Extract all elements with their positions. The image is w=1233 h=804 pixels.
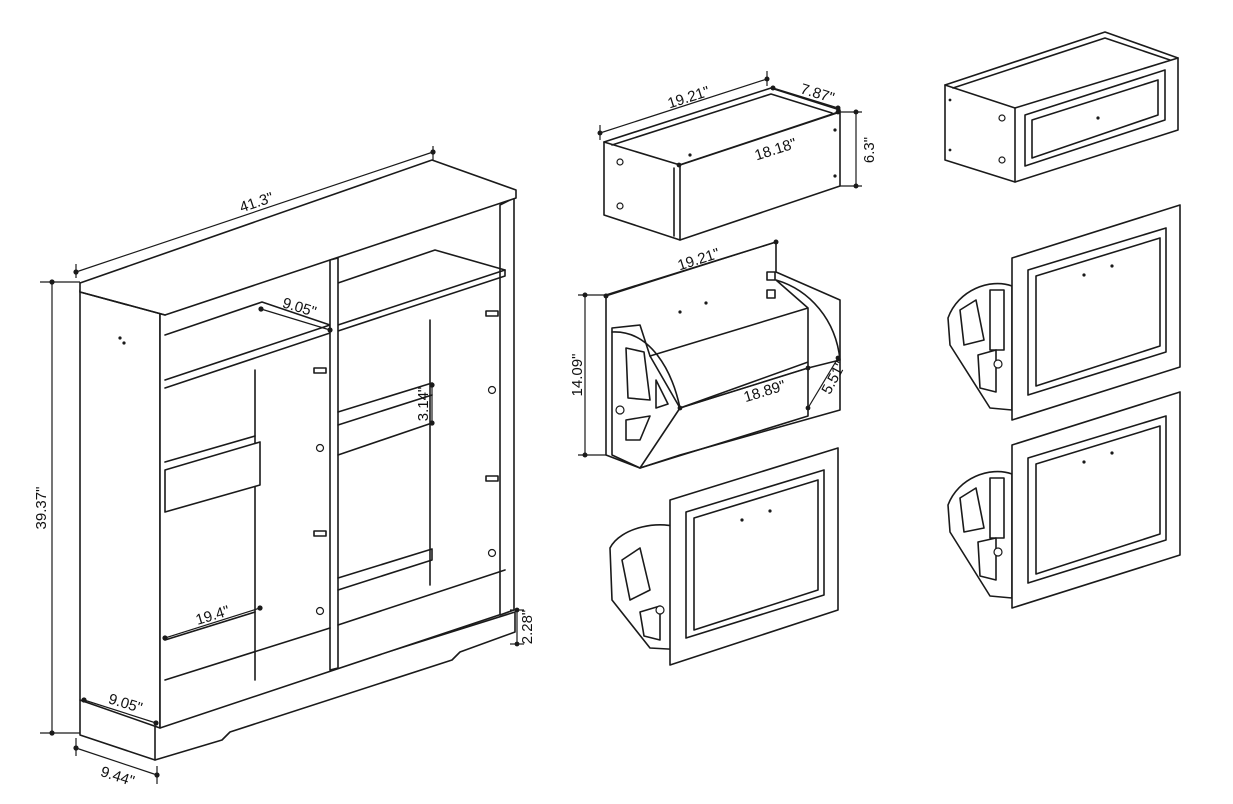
center-divider: [329, 257, 339, 671]
drawer-box-inner-rim: [611, 93, 833, 146]
door-bracket: [947, 470, 1013, 599]
bottom-board-left: [164, 627, 331, 681]
drawer-inner-width-line: [678, 111, 839, 166]
shelf-hole: [315, 443, 325, 453]
bottom-rail-left: [164, 611, 256, 641]
dowel-hole: [616, 158, 624, 166]
flip-bin-right-bracket: [775, 279, 841, 369]
right-lower-rail: [337, 548, 433, 591]
shelf-pin: [485, 475, 499, 482]
right-shelf-mid: [337, 394, 433, 426]
top-edge: [79, 291, 166, 316]
drawer-body: [944, 31, 1179, 183]
door-panel-inset-inner: [1035, 425, 1161, 575]
shelf-hole: [487, 548, 497, 558]
shelf-pin: [313, 367, 327, 374]
cabinet-right-side: [499, 197, 515, 616]
door-bracket: [947, 282, 1013, 411]
depth-line: [75, 747, 158, 776]
shelf-hole: [315, 606, 325, 616]
flip-door-right-1: [947, 204, 1181, 421]
cabinet-height-label: 39.37": [33, 487, 50, 530]
flip-door-middle: [609, 447, 839, 666]
drawer-front-inset: [1024, 69, 1166, 167]
flip-width-line: [605, 241, 777, 297]
door-bracket-cutout: [959, 487, 985, 533]
flip-bin-bottom: [639, 367, 809, 469]
hinge-clip: [766, 289, 776, 299]
door-bracket-cutout: [639, 605, 661, 641]
shelf-hole: [487, 385, 497, 395]
cabinet-width-label: 41.3": [237, 189, 275, 216]
flip-inner-width-line: [679, 367, 809, 409]
door-panel-inset: [1027, 415, 1167, 584]
bracket-cutout: [655, 379, 669, 409]
door-panel: [1011, 204, 1181, 421]
door-bracket-cutout: [977, 537, 997, 581]
door-bracket-cutout: [977, 349, 997, 393]
door-bracket-slot: [989, 289, 1005, 351]
pivot-hole: [993, 547, 1003, 557]
bracket-cutout: [625, 415, 651, 441]
drawer-box-dimensioned: 19.21" 7.87" 18.18" 6.3": [597, 71, 878, 241]
flip-depth-line: [807, 357, 839, 409]
right-shelf-back: [337, 382, 433, 413]
pivot-hole: [993, 359, 1003, 369]
pivot-hole: [615, 405, 625, 415]
door-panel: [669, 447, 839, 666]
door-bracket-cutout: [959, 299, 985, 346]
screw-mark: [118, 336, 122, 340]
dowel-hole: [616, 202, 624, 210]
door-panel-inset: [1027, 227, 1167, 396]
flip-bin-dimensioned: 19.21" 14.09" 18.89" 5.51": [569, 239, 850, 469]
bottom-depth-line: [83, 699, 157, 724]
bracket-cutout: [625, 347, 651, 401]
cabinet-depth-label: 9.44": [98, 763, 136, 790]
screw-mark: [122, 341, 126, 345]
flip-height-label: 14.09": [569, 354, 586, 397]
shelf-pin: [313, 530, 327, 537]
dowel-hole: [998, 114, 1006, 122]
cabinet-left-side: [79, 289, 161, 729]
drawer-depth-line: [772, 87, 839, 109]
lower-width-line: [164, 607, 261, 639]
drawer-front-inset-inner: [1031, 79, 1159, 159]
drawer-inner-rim: [952, 37, 1171, 89]
left-rail: [164, 441, 261, 513]
drawer-width-label: 19.21": [666, 83, 712, 112]
drawer-box-front: [944, 31, 1179, 183]
base-height-label: 2.28": [519, 610, 536, 645]
shelf-pin: [485, 310, 499, 317]
width-line: [75, 151, 434, 273]
upper-shelf-left-front: [164, 324, 331, 381]
shelf-spacing-label: 3.14": [415, 387, 432, 422]
top-shelf-depth-line: [260, 308, 331, 331]
bracket-arc: [611, 331, 681, 409]
door-panel: [1011, 391, 1181, 609]
flip-door-right-2: [947, 391, 1181, 609]
bottom-board-right: [337, 569, 506, 626]
upper-shelf-right-front: [337, 269, 506, 326]
drawer-box-body: [603, 87, 841, 241]
left-rail-top: [164, 435, 256, 463]
door-panel-inset-inner: [1035, 237, 1161, 387]
drawer-height-label: 6.3": [861, 137, 878, 163]
right-shelf-front: [337, 422, 433, 456]
dowel-hole: [998, 156, 1006, 164]
pivot-hole: [655, 605, 665, 615]
drawer-width-line: [599, 78, 768, 134]
door-bracket-cutout: [621, 547, 651, 601]
door-bracket-slot: [989, 477, 1005, 539]
cabinet-drawing: [79, 159, 517, 761]
door-panel-inset-inner: [693, 479, 819, 631]
door-panel-inset: [685, 469, 825, 639]
hinge-clip: [766, 271, 776, 281]
